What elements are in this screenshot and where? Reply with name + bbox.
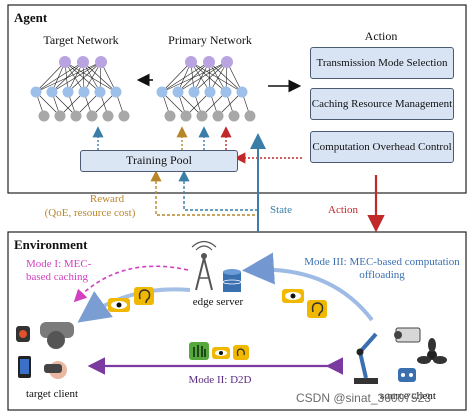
action-panel-title: Action — [364, 29, 398, 43]
reward-arrow — [150, 170, 259, 232]
camera-icon — [394, 327, 421, 343]
eye-icon — [108, 298, 130, 312]
reward-label: Reward — [89, 193, 125, 205]
eye-icon-2 — [282, 289, 304, 303]
ear-icon-2 — [307, 300, 327, 318]
edge-server-label: edge server — [192, 296, 244, 308]
smartwatch-icon — [16, 326, 30, 342]
action-item-transmission-mode: Transmission Mode Selection — [310, 47, 454, 79]
edge-server-tower-icon — [191, 240, 217, 291]
target-network-graph — [30, 56, 130, 122]
robot-car-icon — [398, 368, 416, 382]
mode3-label: Mode III: MEC-based computation offloadi… — [304, 256, 460, 281]
agent-frame — [7, 4, 467, 194]
vr-headset-icon — [40, 322, 74, 349]
primary-network-label: Primary Network — [168, 33, 252, 47]
mode1-solid-arc — [77, 287, 191, 323]
eye-icon-3 — [212, 347, 230, 359]
action-item-computation-overhead: Computation Overhead Control — [310, 131, 454, 163]
mode2-label: Mode II: D2D — [188, 374, 252, 386]
action-item-caching-resource: Caching Resource Management — [310, 88, 454, 120]
target-network-label: Target Network — [43, 33, 119, 47]
training-pool-box: Training Pool — [80, 150, 238, 172]
mode1-arc — [73, 265, 189, 303]
ear-icon-3 — [233, 345, 249, 360]
agent-title: Agent — [14, 10, 48, 25]
state-label: State — [270, 204, 292, 216]
hand-icon — [189, 342, 209, 360]
primary-network-graph — [156, 56, 256, 122]
target-client-label: target client — [25, 388, 79, 400]
environment-title: Environment — [14, 237, 88, 252]
environment-frame — [7, 231, 467, 411]
watermark-text: CSDN @sinat_36007523 — [296, 391, 431, 405]
drone-icon — [417, 338, 447, 364]
source-client-label: source client — [380, 390, 436, 402]
database-icon — [222, 269, 242, 292]
reward-detail-label: (QoE, resource cost) — [44, 207, 136, 219]
action-label: Action — [328, 204, 358, 216]
ear-icon — [134, 287, 154, 305]
state-dashed-arrow — [178, 170, 258, 211]
mode3-arc — [242, 252, 374, 322]
robot-arm-icon — [354, 332, 378, 384]
smartphone-icon — [18, 356, 31, 378]
person-headset-icon — [44, 361, 67, 379]
mode1-label: Mode I: MEC-based caching — [26, 258, 92, 283]
